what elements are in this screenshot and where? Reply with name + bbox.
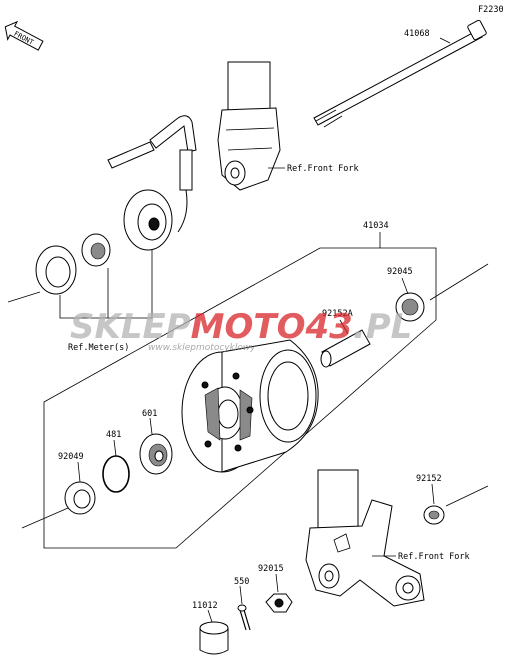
diagram-code: F2230	[478, 5, 504, 15]
part-label-41068: 41068	[404, 29, 430, 39]
part-label-92049: 92049	[58, 452, 84, 462]
part-label-601: 601	[142, 409, 157, 419]
cotter-pin-550	[237, 604, 251, 631]
collar-92152	[423, 505, 445, 525]
leader-11012	[207, 609, 213, 623]
meter-gear	[81, 233, 111, 267]
part-label-41034: 41034	[363, 221, 389, 231]
watermark-moto: MOTO	[191, 307, 306, 347]
part-label-550: 550	[234, 577, 249, 587]
front-arrow-icon: FRONT	[4, 20, 44, 51]
meter-cable	[107, 115, 197, 233]
meter-gear-housing	[123, 189, 173, 251]
axle	[313, 19, 487, 128]
part-label-11012: 11012	[192, 601, 218, 611]
part-label-92152: 92152	[416, 474, 442, 484]
axis-line-left-lower	[21, 507, 69, 529]
part-label-92015: 92015	[258, 564, 284, 574]
watermark-tld: .PL	[353, 307, 413, 347]
leader-92015	[275, 573, 279, 593]
leader-481	[113, 439, 117, 457]
front-fork-lower	[305, 469, 425, 607]
ref-meter: Ref.Meter(s)	[68, 343, 129, 353]
axis-line-right-lower	[445, 485, 489, 507]
front-fork-upper	[217, 61, 281, 191]
part-label-92152A: 92152A	[322, 309, 353, 319]
leader-41068	[439, 37, 451, 44]
bearing-92045	[395, 292, 425, 322]
circlip-481	[102, 455, 130, 493]
leader-550	[239, 585, 243, 605]
watermark-url: www.sklepmotocyklowy	[148, 343, 256, 353]
watermark-sklep: SKLEP	[70, 307, 191, 347]
nut-92015	[265, 593, 293, 613]
leader-92152	[431, 483, 435, 505]
svg-text:SKLEPMOTO43.PL: SKLEPMOTO43.PL	[70, 307, 412, 347]
bearing-601	[139, 433, 173, 475]
watermark: SKLEPMOTO43.PL www.sklepmotocyklowy	[70, 307, 412, 353]
hub-assembly-frame	[43, 247, 437, 549]
ref-front-fork-top: Ref.Front Fork	[287, 164, 359, 174]
leader-92049	[77, 461, 81, 483]
watermark-43: 43	[305, 307, 353, 347]
oil-seal-left	[35, 245, 77, 295]
axis-line-right-upper	[429, 263, 489, 301]
leader-601	[149, 417, 153, 435]
wheel-hub	[181, 339, 319, 473]
leader-92045	[401, 277, 409, 295]
leader-92152A	[339, 319, 349, 335]
ref-front-fork-bottom: Ref.Front Fork	[398, 552, 470, 562]
cap-11012	[199, 621, 229, 655]
spacer-92152A	[320, 329, 371, 368]
oil-seal-92049	[64, 481, 96, 515]
part-label-481: 481	[106, 430, 121, 440]
part-label-92045: 92045	[387, 267, 413, 277]
leader-ref-meter	[59, 250, 153, 319]
axis-line-left-upper	[7, 291, 41, 303]
